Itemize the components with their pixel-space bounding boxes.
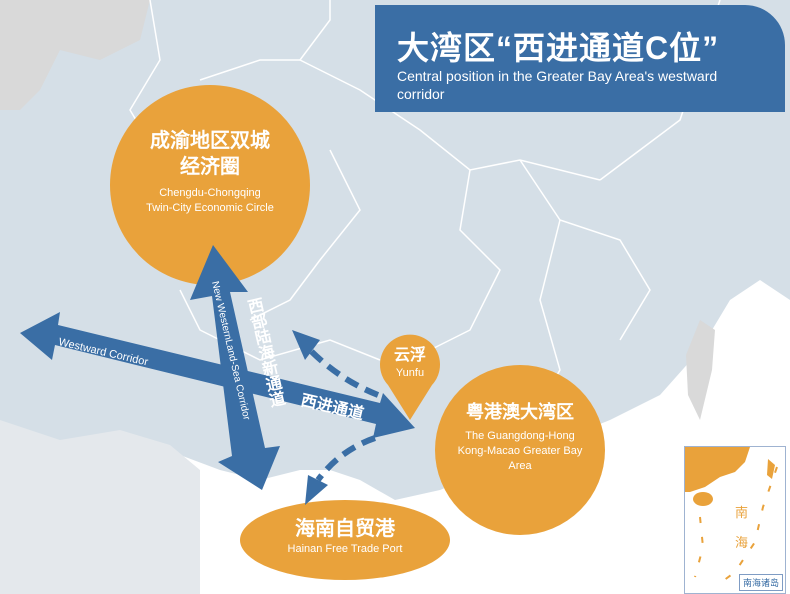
gba-cn: 粤港澳大湾区 <box>466 402 574 422</box>
chengyu-circle <box>110 85 310 285</box>
dashed-arrow-southwest <box>315 435 376 482</box>
gba-en-2: Kong-Macao Greater Bay <box>457 445 583 457</box>
dashed-arrow-northwest <box>307 347 380 398</box>
title-en: Central position in the Greater Bay Area… <box>397 68 718 102</box>
gba-label: 粤港澳大湾区 The Guangdong-Hong Kong-Macao Gre… <box>435 400 605 474</box>
hainan-cn: 海南自贸港 <box>295 518 395 540</box>
yunfu-pin <box>380 334 441 420</box>
inset-char-1: 南 <box>735 505 749 520</box>
gba-en-1: The Guangdong-Hong <box>465 430 575 442</box>
chengyu-cn-1: 成渝地区双城 <box>150 130 270 152</box>
hainan-ellipse <box>240 500 450 580</box>
inset-map <box>685 447 778 588</box>
gba-en-3: Area <box>508 460 532 472</box>
gba-circle <box>435 365 605 535</box>
taiwan <box>686 320 715 420</box>
chengyu-cn-2: 经济圈 <box>180 156 240 178</box>
westward-corridor-arrow <box>20 312 415 438</box>
title-banner: 大湾区“西进通道C位” Central position in the Grea… <box>375 5 785 112</box>
foreign-land-south <box>0 420 200 594</box>
south-china-sea-inset: 南 海 南海诸岛 <box>684 446 786 594</box>
chengyu-en-1: Chengdu-Chongqing <box>159 187 261 199</box>
dashed-arrowhead-nw <box>292 330 320 360</box>
landsea-corridor-arrow <box>190 245 280 490</box>
province-borders <box>129 0 721 421</box>
chengyu-label: 成渝地区双城 经济圈 Chengdu-Chongqing Twin-City E… <box>120 128 300 216</box>
yunfu-en: Yunfu <box>395 367 425 379</box>
chengyu-en-2: Twin-City Economic Circle <box>146 202 274 214</box>
inset-char-2: 海 <box>735 535 749 550</box>
foreign-land <box>0 0 150 110</box>
hainan-label: 海南自贸港 Hainan Free Trade Port <box>245 516 445 557</box>
dashed-arrowhead-sw <box>305 475 328 505</box>
yunfu-label: 云浮 Yunfu <box>380 346 440 381</box>
title-cn: 大湾区“西进通道C位” <box>397 30 720 66</box>
yunfu-cn: 云浮 <box>393 347 426 364</box>
hainan-en: Hainan Free Trade Port <box>287 543 403 555</box>
inset-title: 南海诸岛 <box>738 574 783 591</box>
